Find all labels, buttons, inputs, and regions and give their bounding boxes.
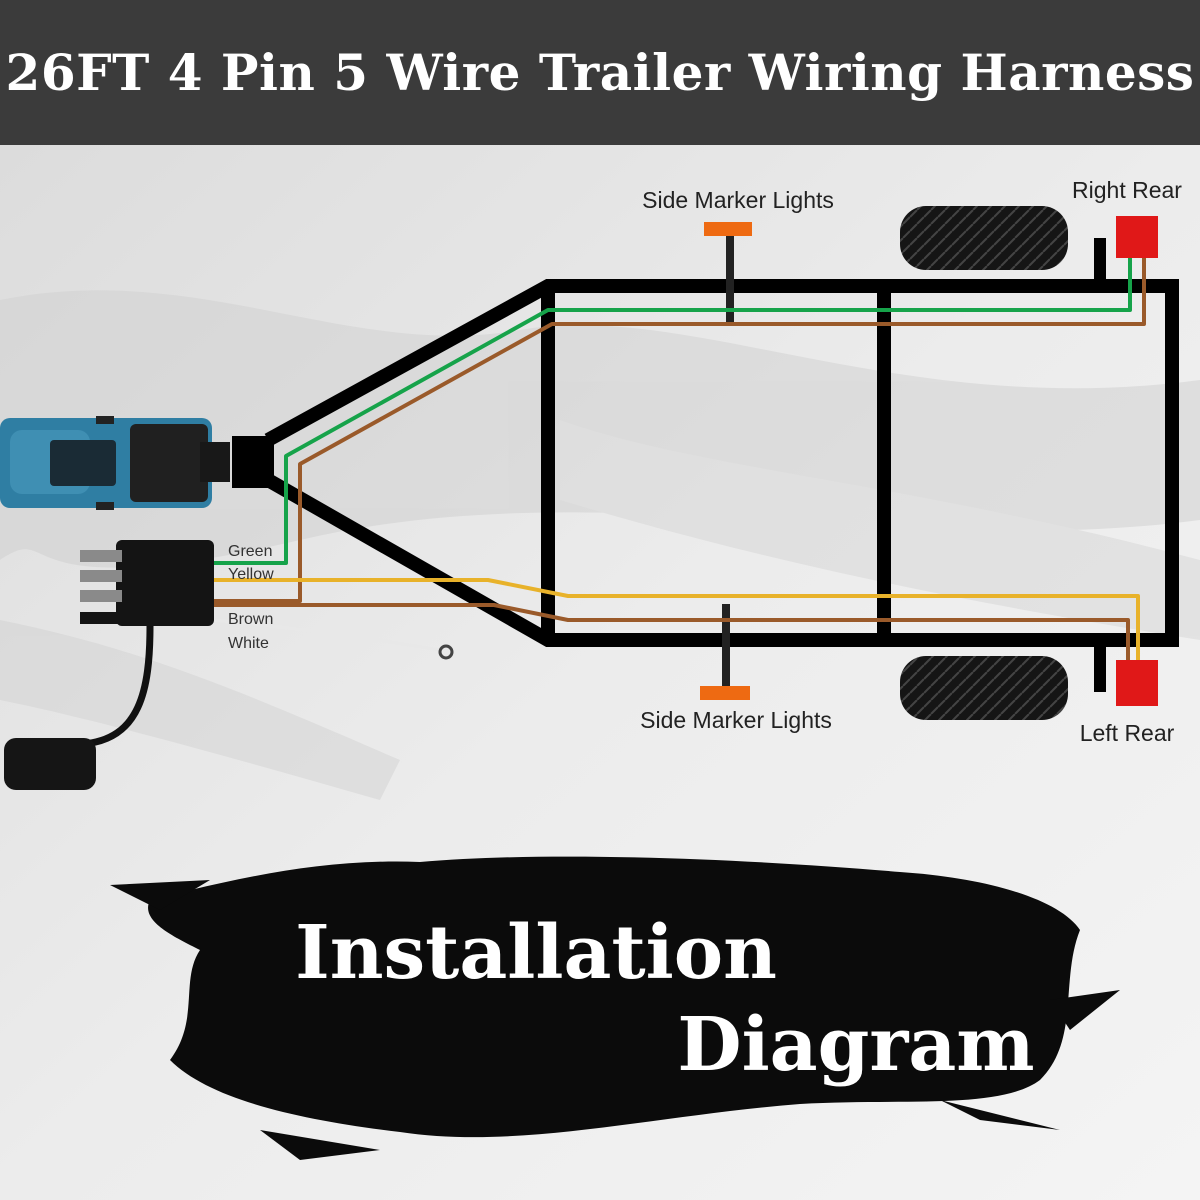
brown-wire-top (212, 258, 1146, 603)
four-pin-connector (4, 540, 214, 790)
marker-post-bottom (722, 604, 730, 690)
installation-diagram: Installation Diagram (0, 145, 1200, 1200)
yellow-wire-label: Yellow (228, 566, 274, 583)
marker-post-top (726, 232, 734, 324)
coupler (232, 436, 274, 488)
ground-ring-terminal (438, 644, 454, 660)
white-wire-label: White (228, 635, 269, 652)
page-title: 26FT 4 Pin 5 Wire Trailer Wiring Harness (5, 43, 1195, 102)
side-marker-light-top (704, 222, 752, 236)
truck-illustration (0, 416, 230, 510)
yellow-wire (212, 578, 1140, 660)
side-marker-label-bottom: Side Marker Lights (640, 707, 832, 733)
green-wire (212, 258, 1132, 565)
right-rear-light (1116, 216, 1158, 258)
side-marker-label-top: Side Marker Lights (642, 187, 834, 213)
banner-line-1: Installation (295, 910, 777, 996)
banner-line-2: Diagram (677, 1002, 1034, 1088)
white-wire (211, 618, 441, 652)
header-bar: 26FT 4 Pin 5 Wire Trailer Wiring Harness (0, 0, 1200, 145)
right-rear-label: Right Rear (1072, 177, 1182, 203)
wheel-left (900, 656, 1068, 720)
green-wire-label: Green (228, 543, 272, 560)
left-rear-light (1116, 660, 1158, 706)
fender-right (1094, 238, 1106, 290)
left-rear-label: Left Rear (1080, 720, 1175, 746)
fender-left (1094, 642, 1106, 692)
wheel-right (900, 206, 1068, 270)
brown-wire-label: Brown (228, 611, 273, 628)
brown-wire-bottom (212, 603, 1130, 660)
side-marker-light-bottom (700, 686, 750, 700)
brush-banner (110, 856, 1120, 1160)
trailer-frame (264, 279, 1179, 647)
wiring (211, 258, 1146, 660)
